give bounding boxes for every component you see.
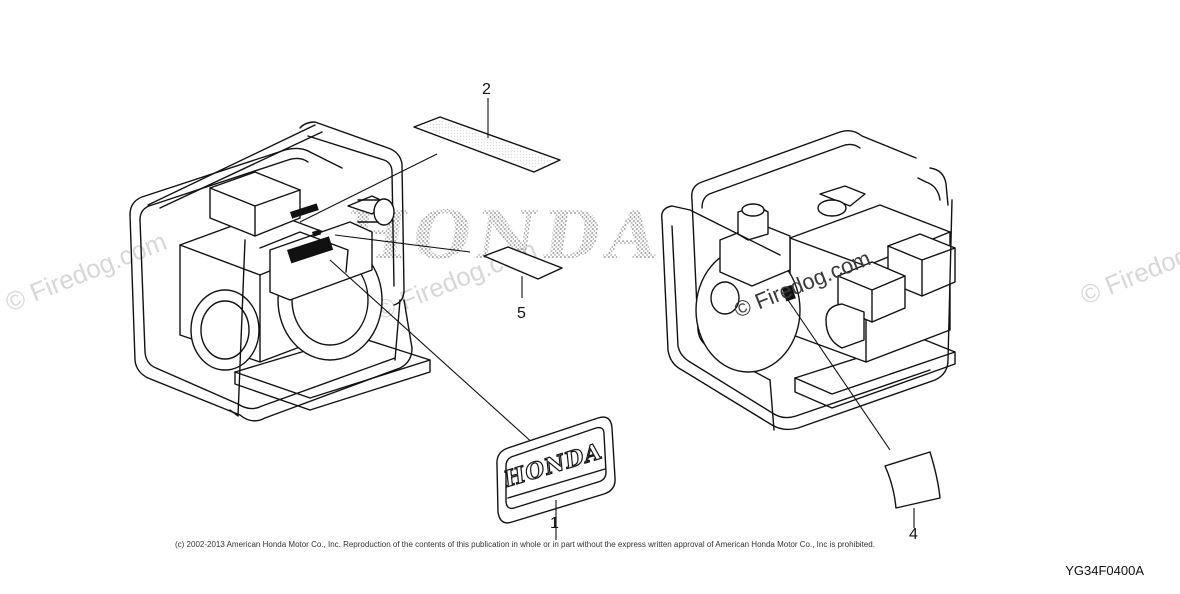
water-pump-right-view	[661, 129, 956, 431]
copyright-notice: (c) 2002-2013 American Honda Motor Co., …	[175, 540, 875, 549]
callout-1: 1	[550, 515, 559, 532]
watermark-text: © Firedog.com	[1, 226, 171, 318]
part-1-honda-emblem: HONDA	[496, 416, 616, 524]
callout-4: 4	[909, 526, 918, 543]
callout-5: 5	[517, 305, 526, 322]
callout-2: 2	[482, 81, 491, 98]
watermark-text: © Firedog.com	[1076, 219, 1180, 311]
water-pump-left-view	[129, 121, 431, 422]
part-5-label-sticker	[483, 246, 563, 280]
diagram-code: YG34F0400A	[1065, 563, 1144, 578]
part-2-label-sticker	[413, 116, 561, 173]
part-4-label-sticker	[884, 451, 941, 509]
